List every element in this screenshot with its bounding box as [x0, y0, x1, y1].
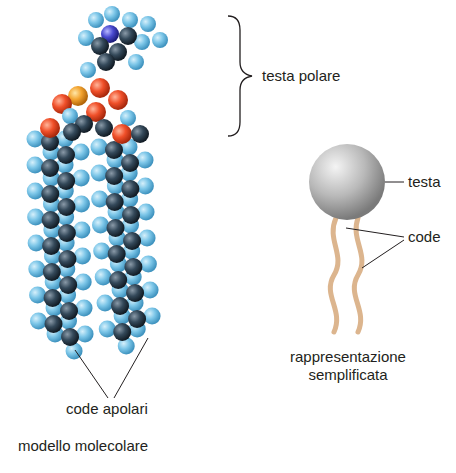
atom — [113, 323, 131, 341]
atom — [73, 222, 90, 239]
atom — [80, 62, 96, 78]
leader-line — [75, 350, 108, 398]
atom — [106, 193, 124, 211]
leader-line — [114, 338, 148, 398]
atom — [41, 185, 59, 203]
part-label: modello molecolare — [18, 437, 148, 455]
atom — [121, 180, 139, 198]
tail — [330, 218, 338, 332]
atom — [112, 124, 132, 144]
atom — [109, 271, 127, 289]
atom — [73, 170, 90, 187]
atom — [123, 232, 141, 250]
atom — [29, 287, 46, 304]
atom — [97, 295, 114, 312]
atom — [58, 224, 76, 242]
atom — [138, 204, 155, 221]
atom — [27, 209, 44, 226]
atom — [73, 196, 90, 213]
atom — [137, 152, 154, 169]
atom — [95, 119, 113, 137]
atom — [45, 315, 63, 333]
atom — [104, 6, 120, 22]
molecular-model — [27, 6, 169, 360]
atom — [57, 146, 75, 164]
atom — [131, 125, 149, 143]
atom — [91, 165, 108, 182]
atom — [142, 282, 159, 299]
atom — [28, 235, 45, 252]
atom — [97, 53, 115, 71]
atom — [105, 167, 123, 185]
atom — [137, 178, 154, 195]
atom — [42, 211, 60, 229]
atom — [93, 243, 110, 260]
part-label: testa — [408, 173, 441, 191]
atom — [58, 250, 76, 268]
atom — [74, 248, 91, 265]
part-label: testa polare — [262, 67, 340, 85]
part-label: code — [408, 228, 441, 246]
atom — [99, 321, 116, 338]
atom — [77, 326, 94, 343]
atom — [111, 297, 129, 315]
atom — [41, 159, 59, 177]
atom — [128, 310, 146, 328]
atom — [59, 276, 77, 294]
atom — [140, 256, 157, 273]
atom — [76, 300, 93, 317]
atom — [108, 90, 128, 110]
part-label: rappresentazione semplificata — [268, 348, 428, 384]
atom — [91, 37, 109, 55]
atom — [43, 263, 61, 281]
atom — [120, 110, 136, 126]
atom — [108, 245, 126, 263]
atom — [27, 157, 44, 174]
atom — [61, 328, 79, 346]
atom — [42, 237, 60, 255]
atom — [40, 118, 60, 138]
atom — [75, 274, 92, 291]
atom — [27, 131, 44, 148]
atom — [122, 206, 140, 224]
head-circle — [309, 144, 385, 220]
atom — [28, 261, 45, 278]
atom — [44, 289, 62, 307]
brace — [228, 16, 252, 136]
atom — [27, 183, 44, 200]
atom — [126, 284, 144, 302]
atom — [144, 308, 161, 325]
atom — [30, 313, 47, 330]
tail — [354, 218, 362, 332]
atom — [57, 172, 75, 190]
atom — [140, 16, 156, 32]
atom — [152, 32, 168, 48]
atom — [73, 144, 90, 161]
part-label: code apolari — [66, 400, 148, 418]
atom — [139, 230, 156, 247]
atom — [91, 191, 108, 208]
atom — [88, 12, 104, 28]
leader-line — [385, 182, 404, 183]
leader-line — [362, 240, 404, 268]
atom — [60, 302, 78, 320]
atom — [90, 78, 110, 98]
atom — [107, 219, 125, 237]
atom — [92, 217, 109, 234]
atom — [122, 12, 138, 28]
atom — [121, 154, 139, 172]
atom — [95, 269, 112, 286]
atom — [63, 123, 81, 141]
leader-line — [346, 228, 404, 237]
atom — [124, 258, 142, 276]
atom — [57, 198, 75, 216]
atom — [91, 139, 108, 156]
atom — [119, 27, 137, 45]
atom — [128, 54, 144, 70]
